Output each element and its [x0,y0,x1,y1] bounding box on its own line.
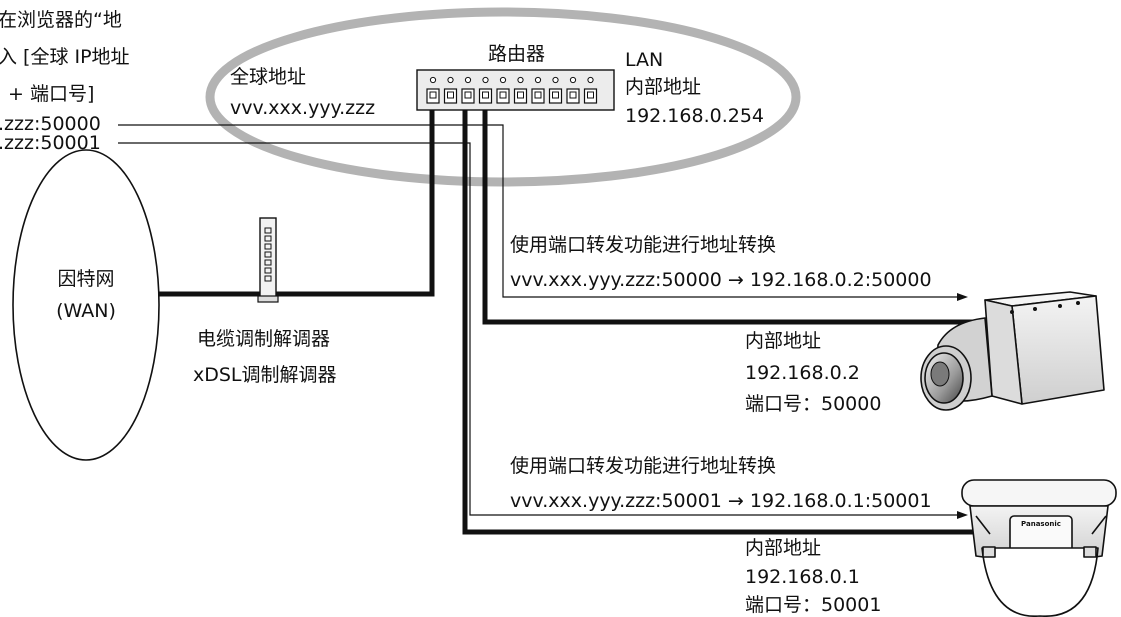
browser-url-1: .zzz:50000 [0,113,101,135]
modem-icon [257,217,279,303]
router-port [531,88,545,104]
global-address-value: vvv.xxx.yyy.zzz [230,97,376,119]
router-port-socket [587,91,594,99]
camera-2-port: 端口号：50001 [745,594,882,616]
router-port-led [464,76,472,84]
router-port-socket [569,91,577,99]
router-port [478,88,493,104]
router-port [443,88,458,104]
lan-label: LAN [625,49,664,71]
router-port [566,88,580,104]
camera-1-address: 192.168.0.2 [745,362,860,384]
router-port-led [569,76,577,84]
router-port-led [499,76,507,84]
router-port-socket [517,91,524,99]
camera-2-brand: Panasonic [1021,520,1061,528]
internet-name: 因特网 [57,268,115,290]
browser-url-2: .zzz:50001 [0,132,101,154]
camera-1-internal-label: 内部地址 [745,330,822,352]
forward-1-rule: vvv.xxx.yyy.zzz:50000 → 192.168.0.2:5000… [510,269,932,291]
box-camera-icon [920,291,1105,411]
arrow-head-camera-2 [957,511,968,519]
router-port-led [517,76,524,84]
router-port-led [482,76,489,84]
router-port-socket [447,91,454,99]
router-port-led [587,76,594,84]
router-port-socket [482,91,489,99]
router-port [426,88,440,104]
router-port-led [429,76,437,84]
router-port-socket [464,91,472,99]
camera-2-address: 192.168.0.1 [745,566,860,588]
router-port-led [534,76,542,84]
global-address-label: 全球地址 [230,66,307,88]
router-port [583,88,598,104]
browser-access-lines [118,124,965,516]
camera-1-port: 端口号：50000 [745,393,882,415]
arrow-head-camera-1 [957,293,968,301]
internet-cloud [12,149,160,461]
router-port-led [447,76,454,84]
router-port [461,88,475,104]
forward-2-caption: 使用端口转发功能进行地址转换 [510,455,777,477]
modem-label-1: 电缆调制解调器 [197,328,331,350]
browser-instruction-line1: 在浏览器的“地 [0,9,122,31]
browser-instruction-line3: + 端口号] [8,83,95,105]
router-port [496,88,510,104]
router-port-socket [429,91,437,99]
router-internal-label: 内部地址 [625,76,702,98]
router-port [513,88,528,104]
forward-1-caption: 使用端口转发功能进行地址转换 [510,234,777,256]
internet-abbr: (WAN) [56,300,116,322]
camera-2-internal-label: 内部地址 [745,537,822,559]
router-internal-address: 192.168.0.254 [625,105,765,127]
router-port-socket [499,91,507,99]
router-port-socket [534,91,542,99]
network-cables [159,98,985,535]
router-port [548,88,563,104]
browser-instruction-line2: 入 [全球 IP地址 [0,46,130,68]
router-port-led [552,76,559,84]
forward-2-rule: vvv.xxx.yyy.zzz:50001 → 192.168.0.1:5000… [510,490,932,512]
router-icon [416,69,615,111]
dome-camera-icon [961,479,1117,617]
router-port-socket [552,91,559,99]
router-title: 路由器 [488,43,546,65]
modem-label-2: xDSL调制解调器 [193,364,337,386]
